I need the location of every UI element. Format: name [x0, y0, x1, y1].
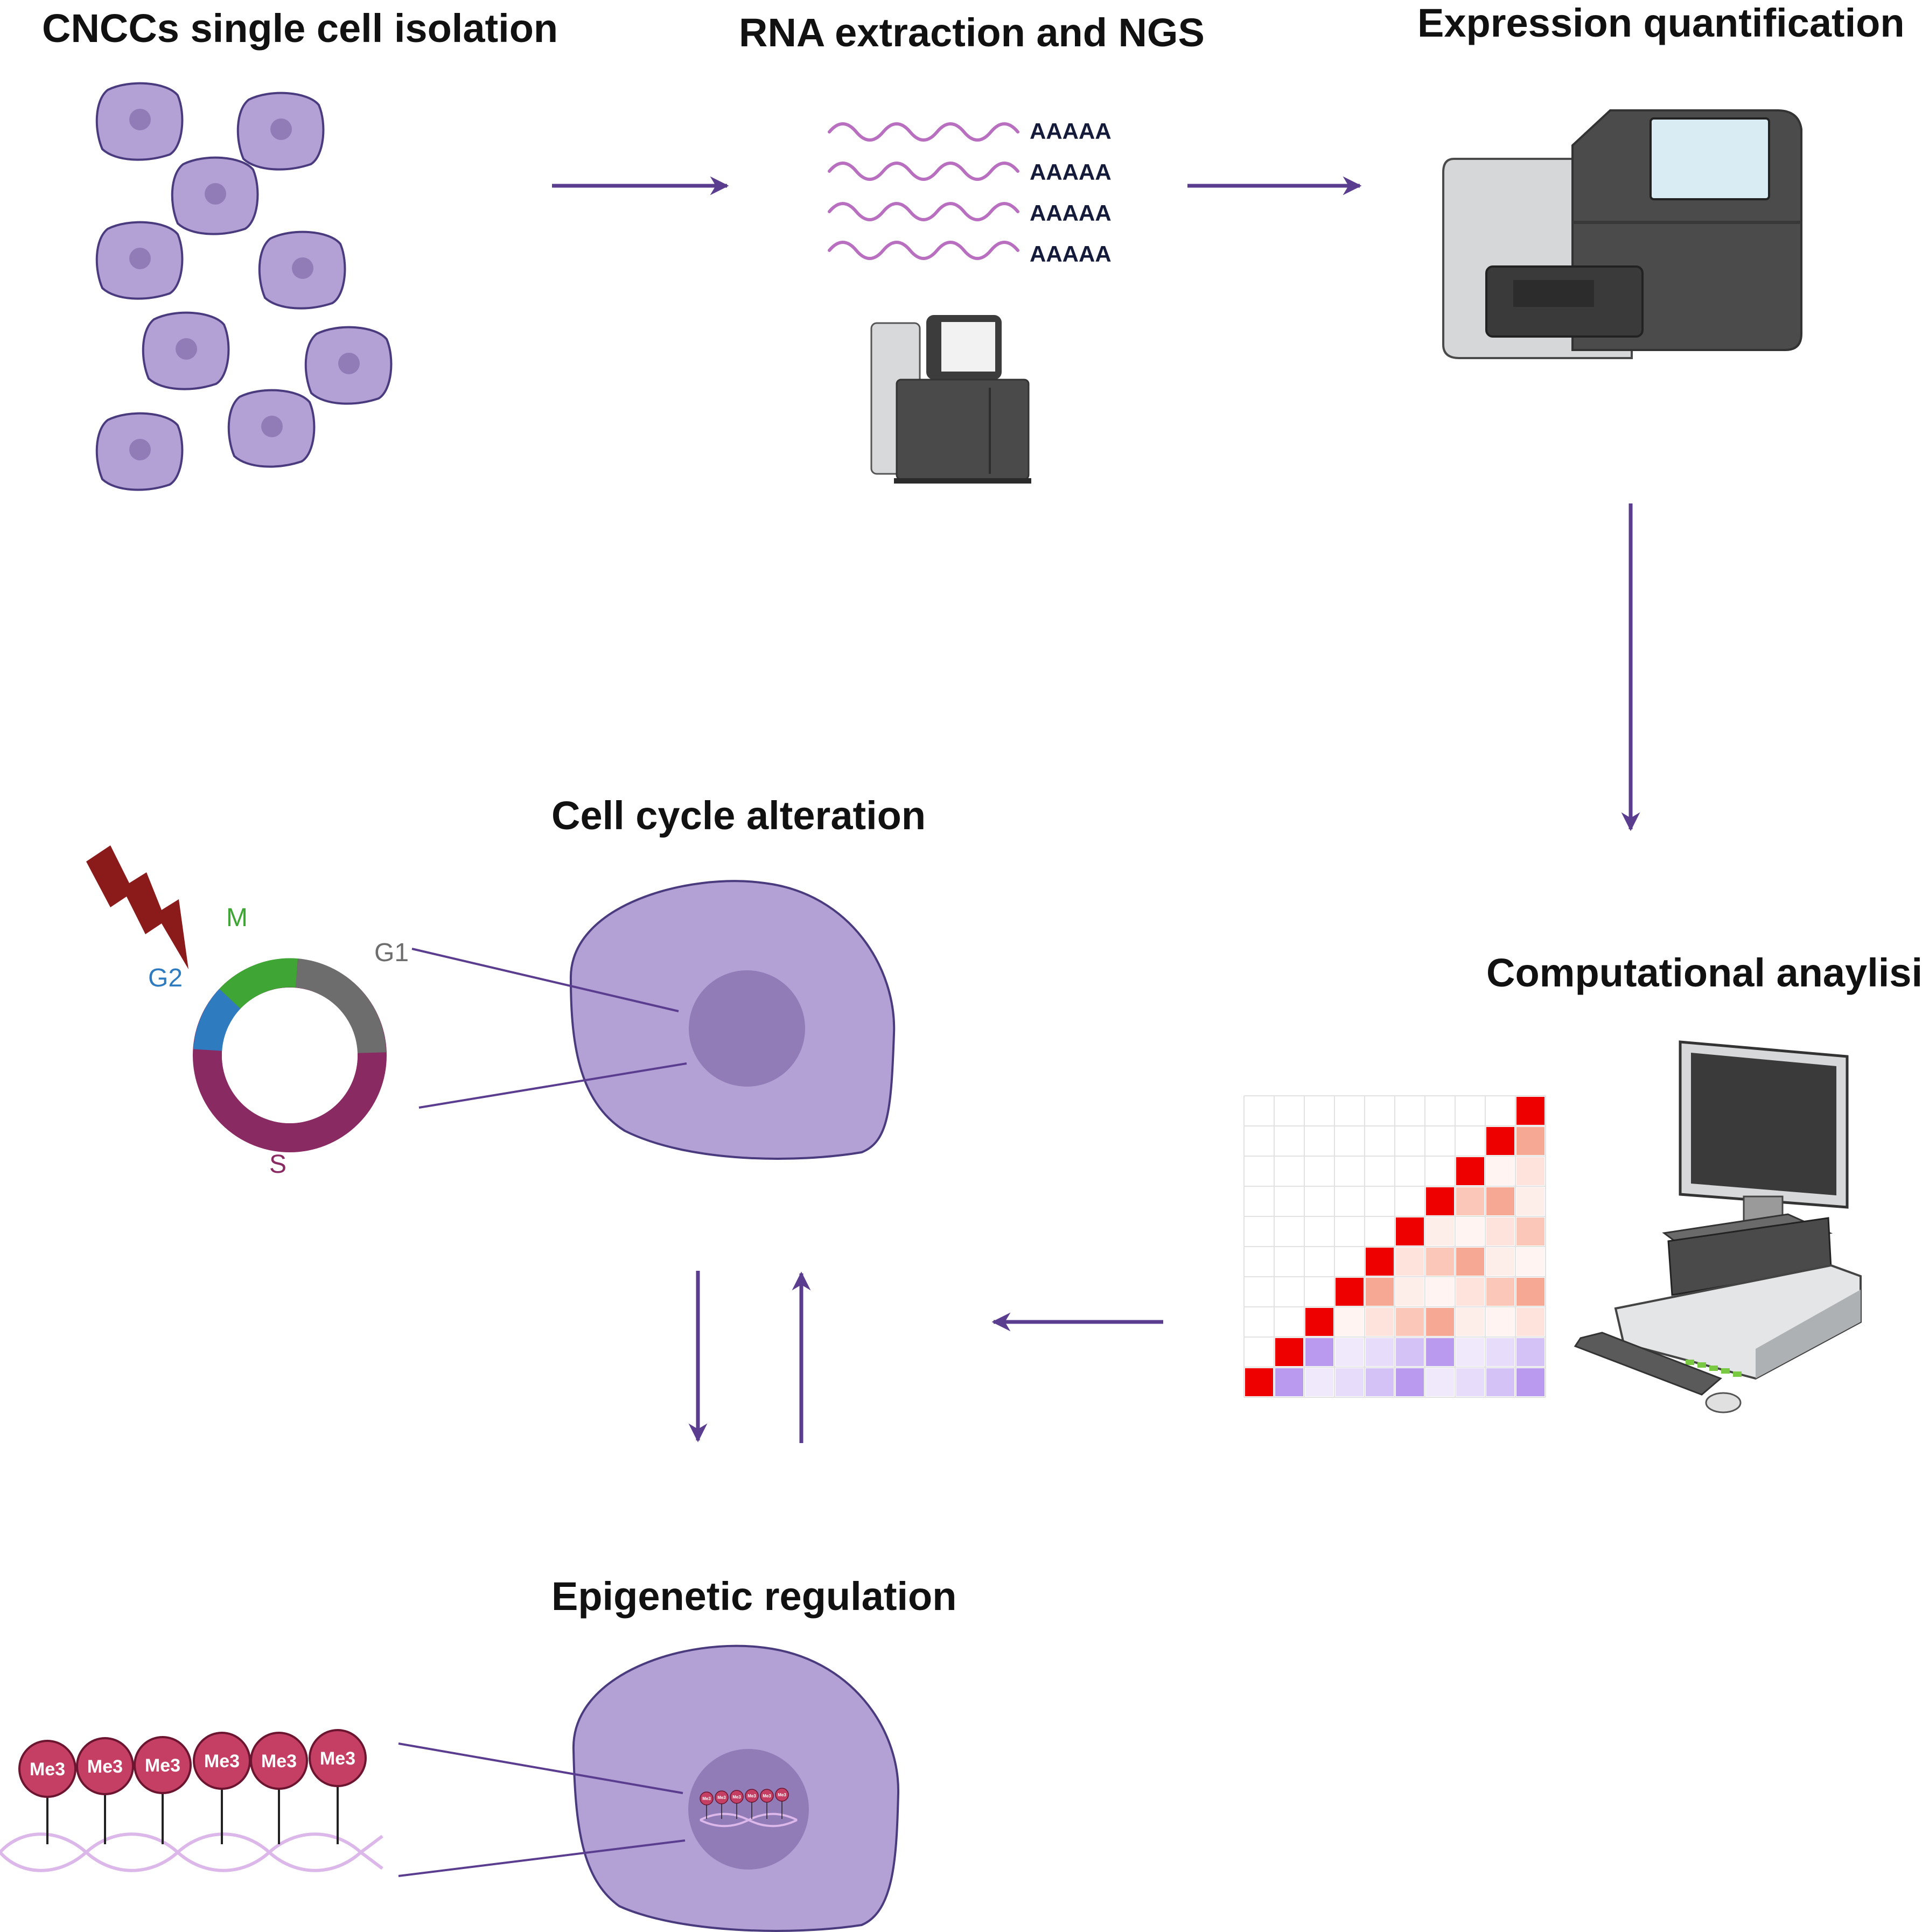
heatmap-cell	[1275, 1338, 1303, 1366]
heatmap-cell	[1426, 1308, 1454, 1336]
dna-helix	[0, 1832, 383, 1872]
heatmap-cell	[1516, 1368, 1544, 1396]
heatmap-cell	[1396, 1308, 1424, 1336]
heatmap-cell	[1516, 1187, 1544, 1215]
heatmap-cell	[1516, 1338, 1544, 1366]
heatmap-cell	[1305, 1368, 1333, 1396]
heatmap-cell	[1456, 1187, 1484, 1215]
me3-label: Me3	[204, 1751, 240, 1772]
heatmap-cell	[1366, 1248, 1394, 1276]
phase-label-g2: G2	[148, 964, 183, 992]
pointer-line	[418, 1062, 687, 1109]
heatmap-cell	[1366, 1308, 1394, 1336]
heatmap-cell	[1275, 1368, 1303, 1396]
heatmap-cell	[1486, 1278, 1514, 1306]
heatmap-cell	[1366, 1338, 1394, 1366]
heatmap-cell	[1426, 1368, 1454, 1396]
title-cell-cycle: Cell cycle alteration	[551, 793, 926, 838]
me3-label: Me3	[87, 1756, 123, 1777]
pointer-line	[398, 1839, 686, 1877]
epigenetic-cell-icon	[572, 1644, 900, 1932]
cell-cycle-diagram	[193, 958, 387, 1152]
poly-a-tail: AAAAA	[1030, 159, 1112, 185]
heatmap-cell	[1396, 1338, 1424, 1366]
cell-cycle-cell-icon	[569, 880, 896, 1160]
me3-label: Me3	[30, 1759, 65, 1780]
me3-label: Me3	[320, 1748, 355, 1769]
heatmap-cell	[1516, 1097, 1544, 1125]
sequencer-icon	[870, 315, 1031, 484]
heatmap-cell	[1516, 1308, 1544, 1336]
title-rna: RNA extraction and NGS	[739, 10, 1205, 55]
heatmap-cell	[1426, 1278, 1454, 1306]
heatmap-cell	[1396, 1248, 1424, 1276]
heatmap-cell	[1486, 1217, 1514, 1245]
qpcr-machine-icon	[1442, 109, 1802, 359]
heatmap-cell	[1486, 1187, 1514, 1215]
phase-label-m: M	[226, 904, 248, 932]
phase-label-g1: G1	[374, 939, 409, 967]
heatmap-cell	[1516, 1157, 1544, 1185]
svg-text:Me3: Me3	[717, 1795, 726, 1800]
heatmap-cell	[1486, 1157, 1514, 1185]
svg-text:Me3: Me3	[732, 1795, 741, 1800]
heatmap-cell	[1366, 1368, 1394, 1396]
heatmap-cell	[1456, 1368, 1484, 1396]
heatmap-cell	[1516, 1217, 1544, 1245]
heatmap-cell	[1516, 1127, 1544, 1155]
heatmap-cell	[1336, 1278, 1364, 1306]
heatmap-cell	[1456, 1157, 1484, 1185]
heatmap-cell	[1336, 1368, 1364, 1396]
heatmap-cell	[1486, 1308, 1514, 1336]
pointer-line	[398, 1742, 683, 1794]
heatmap-cell	[1396, 1278, 1424, 1306]
heatmap-cell	[1456, 1308, 1484, 1336]
heatmap-cell	[1396, 1217, 1424, 1245]
title-epigenetic: Epigenetic regulation	[551, 1574, 956, 1619]
me3-lollipops	[18, 1729, 367, 1844]
title-computational: Computational anaylisis	[1486, 950, 1922, 995]
pointer-line	[411, 948, 679, 1012]
correlation-heatmap-icon	[1243, 1095, 1546, 1398]
poly-a-tail: AAAAA	[1030, 241, 1112, 267]
heatmap-cell	[1245, 1368, 1273, 1396]
heatmap-cell	[1516, 1248, 1544, 1276]
heatmap-cell	[1426, 1248, 1454, 1276]
heatmap-cell	[1336, 1308, 1364, 1336]
svg-text:Me3: Me3	[747, 1794, 756, 1798]
heatmap-cell	[1486, 1338, 1514, 1366]
mini-me3-labels: Me3 Me3 Me3 Me3 Me3 Me3	[702, 1793, 786, 1801]
cell-cluster-icon	[95, 82, 393, 491]
phase-label-s: S	[269, 1150, 286, 1179]
heatmap-cell	[1516, 1278, 1544, 1306]
heatmap-cell	[1456, 1338, 1484, 1366]
heatmap-cell	[1486, 1127, 1514, 1155]
heatmap-cell	[1305, 1308, 1333, 1336]
heatmap-cell	[1366, 1278, 1394, 1306]
heatmap-cell	[1456, 1248, 1484, 1276]
title-quant: Expression quantification	[1417, 1, 1905, 45]
heatmap-cell	[1426, 1187, 1454, 1215]
heatmap-cell	[1396, 1368, 1424, 1396]
heatmap-cell	[1486, 1368, 1514, 1396]
mrna-strands	[829, 124, 1018, 258]
me3-label: Me3	[145, 1755, 180, 1776]
me3-label: Me3	[261, 1751, 297, 1772]
svg-text:Me3: Me3	[702, 1796, 711, 1801]
heatmap-cell	[1486, 1248, 1514, 1276]
lightning-bolt-icon	[86, 845, 188, 969]
svg-text:Me3: Me3	[778, 1793, 786, 1797]
heatmap-cell	[1426, 1217, 1454, 1245]
title-isolation: CNCCs single cell isolation	[42, 6, 558, 51]
desktop-computer-icon	[1574, 1040, 1862, 1413]
heatmap-cell	[1456, 1278, 1484, 1306]
heatmap-cell	[1305, 1338, 1333, 1366]
heatmap-cell	[1426, 1338, 1454, 1366]
svg-text:Me3: Me3	[763, 1794, 771, 1798]
poly-a-tail: AAAAA	[1030, 200, 1112, 226]
poly-a-tail: AAAAA	[1030, 118, 1112, 144]
heatmap-cell	[1456, 1217, 1484, 1245]
heatmap-cell	[1336, 1338, 1364, 1366]
